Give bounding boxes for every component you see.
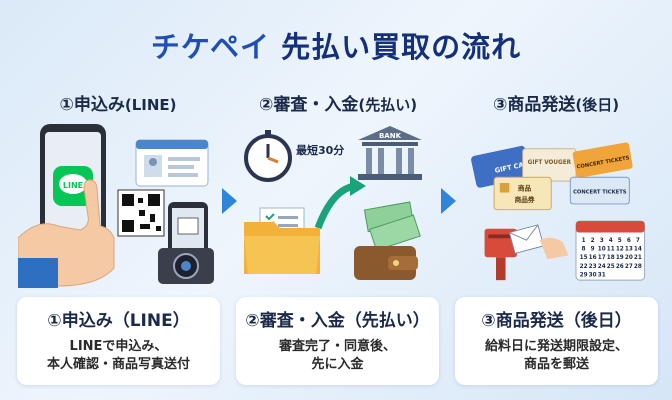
calendar-day: 15: [580, 255, 588, 261]
bank-label: BANK: [379, 132, 402, 140]
calendar-day: 4: [609, 238, 613, 244]
qr-code-icon: [117, 189, 165, 237]
step3-heading: ③商品発送(後日): [456, 90, 656, 115]
arrow-right-icon: [222, 188, 237, 214]
concert-ticket-label-2: CONCERT TICKETS: [573, 189, 627, 195]
money-icon: [363, 201, 421, 251]
calendar-day: 31: [598, 272, 606, 278]
calendar-day: 22: [580, 264, 588, 270]
step3-card-title: ③商品発送（後日）: [481, 311, 632, 331]
calendar-day: 6: [627, 238, 631, 244]
goods-label-2: 商品券: [515, 195, 535, 204]
calendar-day: 30: [589, 272, 597, 278]
step1-heading-paren: (LINE): [124, 96, 177, 114]
calendar-day: 24: [598, 264, 606, 270]
folder-icon: [244, 207, 320, 274]
arrow-right-icon-2: [441, 188, 456, 214]
calendar-day: 17: [598, 255, 606, 261]
step3-card: ③商品発送（後日） 給料日に発送期限設定、 商品を郵送: [455, 297, 658, 385]
calendar-day: 18: [607, 255, 615, 261]
calendar-day: 27: [625, 264, 633, 270]
step1-card-title: ①申込み（LINE）: [47, 311, 190, 331]
step2-desc-line1: 審査完了・同意後、: [278, 339, 396, 354]
step1-desc-line1: LINEで申込み、: [69, 339, 168, 354]
step3-illustration: GIFT CA GIFT VOUGER 商品 商品券 CONCERT TICKE…: [471, 142, 646, 281]
page-title: チケペイ 先払い買取の流れ: [0, 24, 672, 66]
calendar-day: 14: [634, 247, 642, 253]
step2-illustration: 最短30分 BANK: [244, 126, 422, 280]
line-icon-label: LINE: [63, 181, 83, 190]
timer-label: 最短30分: [296, 143, 344, 157]
smartphone-icon: LINE: [40, 124, 106, 252]
hand-icon: [18, 179, 115, 288]
calendar-day: 26: [616, 264, 624, 270]
step2-heading-paren: (先払い): [358, 96, 418, 114]
step1-card-desc: LINEで申込み、 本人確認・商品写真送付: [17, 338, 220, 374]
step3-heading-text: ③商品発送: [492, 95, 576, 115]
calendar-day: 19: [616, 255, 624, 261]
step1-heading-text: ①申込み: [59, 95, 125, 115]
step1-heading: ①申込み(LINE): [18, 90, 218, 115]
step1-illustration: LINE: [18, 124, 214, 288]
calendar-day: 12: [616, 247, 624, 253]
calendar-day: 29: [580, 272, 588, 278]
calendar-day: 23: [589, 264, 597, 270]
step1-desc-line2: 本人確認・商品写真送付: [46, 357, 190, 372]
calendar-day: 13: [625, 247, 633, 253]
step2-card-title: ②審査・入金（先払い）: [245, 311, 430, 331]
title-text: 先払い買取の流れ: [281, 30, 522, 64]
calendar-day: 3: [600, 238, 604, 244]
calendar-day: 8: [582, 247, 586, 253]
step2-heading-text: ②審査・入金: [258, 95, 359, 115]
timer-icon: [244, 130, 292, 182]
calendar-day: 21: [634, 255, 642, 261]
calendar-day: 10: [598, 247, 606, 253]
calendar-day: 5: [618, 238, 622, 244]
calendar-day: 7: [636, 238, 640, 244]
voucher-label: GIFT VOUGER: [528, 160, 572, 166]
bank-icon: BANK: [358, 126, 422, 180]
calendar-day: 1: [582, 238, 586, 244]
green-arrow-icon: [314, 176, 366, 230]
brand-name: チケペイ: [150, 30, 270, 64]
calendar-day: 2: [591, 238, 595, 244]
calendar-day: 28: [634, 264, 642, 270]
calendar-day: 9: [591, 247, 595, 253]
calendar-day: 16: [589, 255, 597, 261]
camera-icon: [158, 248, 214, 284]
step3-desc-line1: 給料日に発送期限設定、: [484, 339, 628, 354]
step3-card-desc: 給料日に発送期限設定、 商品を郵送: [455, 338, 658, 374]
calendar-day: 11: [607, 247, 615, 253]
step2-heading: ②審査・入金(先払い): [238, 90, 438, 115]
wallet-icon: [354, 246, 418, 280]
calendar-day: 20: [625, 255, 633, 261]
step3-heading-paren: (後日): [575, 96, 620, 114]
step2-card: ②審査・入金（先払い） 審査完了・同意後、 先に入金: [236, 297, 439, 385]
id-card-icon: [135, 139, 209, 187]
step3-desc-line2: 商品を郵送: [523, 357, 589, 372]
calendar-day: 25: [607, 264, 615, 270]
step2-card-desc: 審査完了・同意後、 先に入金: [236, 338, 439, 374]
voucher-icon: GIFT VOUGER: [522, 148, 577, 182]
step1-card: ①申込み（LINE） LINEで申込み、 本人確認・商品写真送付: [17, 297, 220, 385]
concert-ticket-icon: CONCERT TICKETS CONCERT TICKETS: [569, 142, 633, 205]
goods-label-1: 商品: [518, 184, 532, 193]
sparkle-icon: ✦: [641, 366, 658, 390]
goods-voucher-icon: 商品 商品券: [493, 176, 552, 211]
step2-desc-line2: 先に入金: [311, 357, 364, 372]
mailbox-icon: [484, 224, 569, 281]
